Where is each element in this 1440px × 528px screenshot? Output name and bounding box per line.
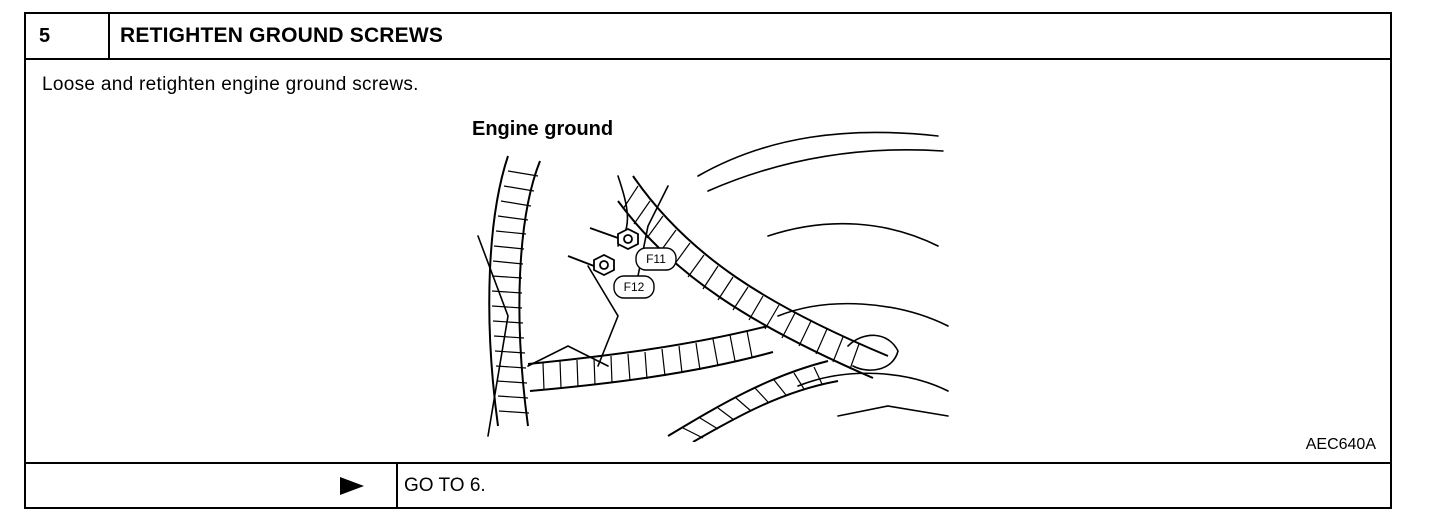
- step-body: Loose and retighten engine ground screws…: [26, 60, 1390, 464]
- goto-next-step-link[interactable]: GO TO 6.: [404, 475, 486, 496]
- instruction-text: Loose and retighten engine ground screws…: [42, 74, 419, 95]
- step-header: 5 RETIGHTEN GROUND SCREWS: [26, 14, 1390, 60]
- callout-f12: F12: [624, 280, 645, 294]
- step-footer: GO TO 6.: [26, 464, 1390, 507]
- play-arrow-icon: [340, 477, 364, 495]
- result-cell: [26, 464, 398, 507]
- callout-f11: F11: [646, 252, 666, 266]
- step-title: RETIGHTEN GROUND SCREWS: [120, 24, 444, 47]
- engine-ground-figure: Engine ground: [468, 116, 950, 442]
- figure-code: AEC640A: [1305, 436, 1376, 453]
- step-number: 5: [26, 14, 110, 58]
- engine-illustration: F11 F12: [477, 131, 949, 442]
- figure-label: Engine ground: [470, 118, 616, 141]
- procedure-table: 5 RETIGHTEN GROUND SCREWS Loose and reti…: [24, 12, 1392, 509]
